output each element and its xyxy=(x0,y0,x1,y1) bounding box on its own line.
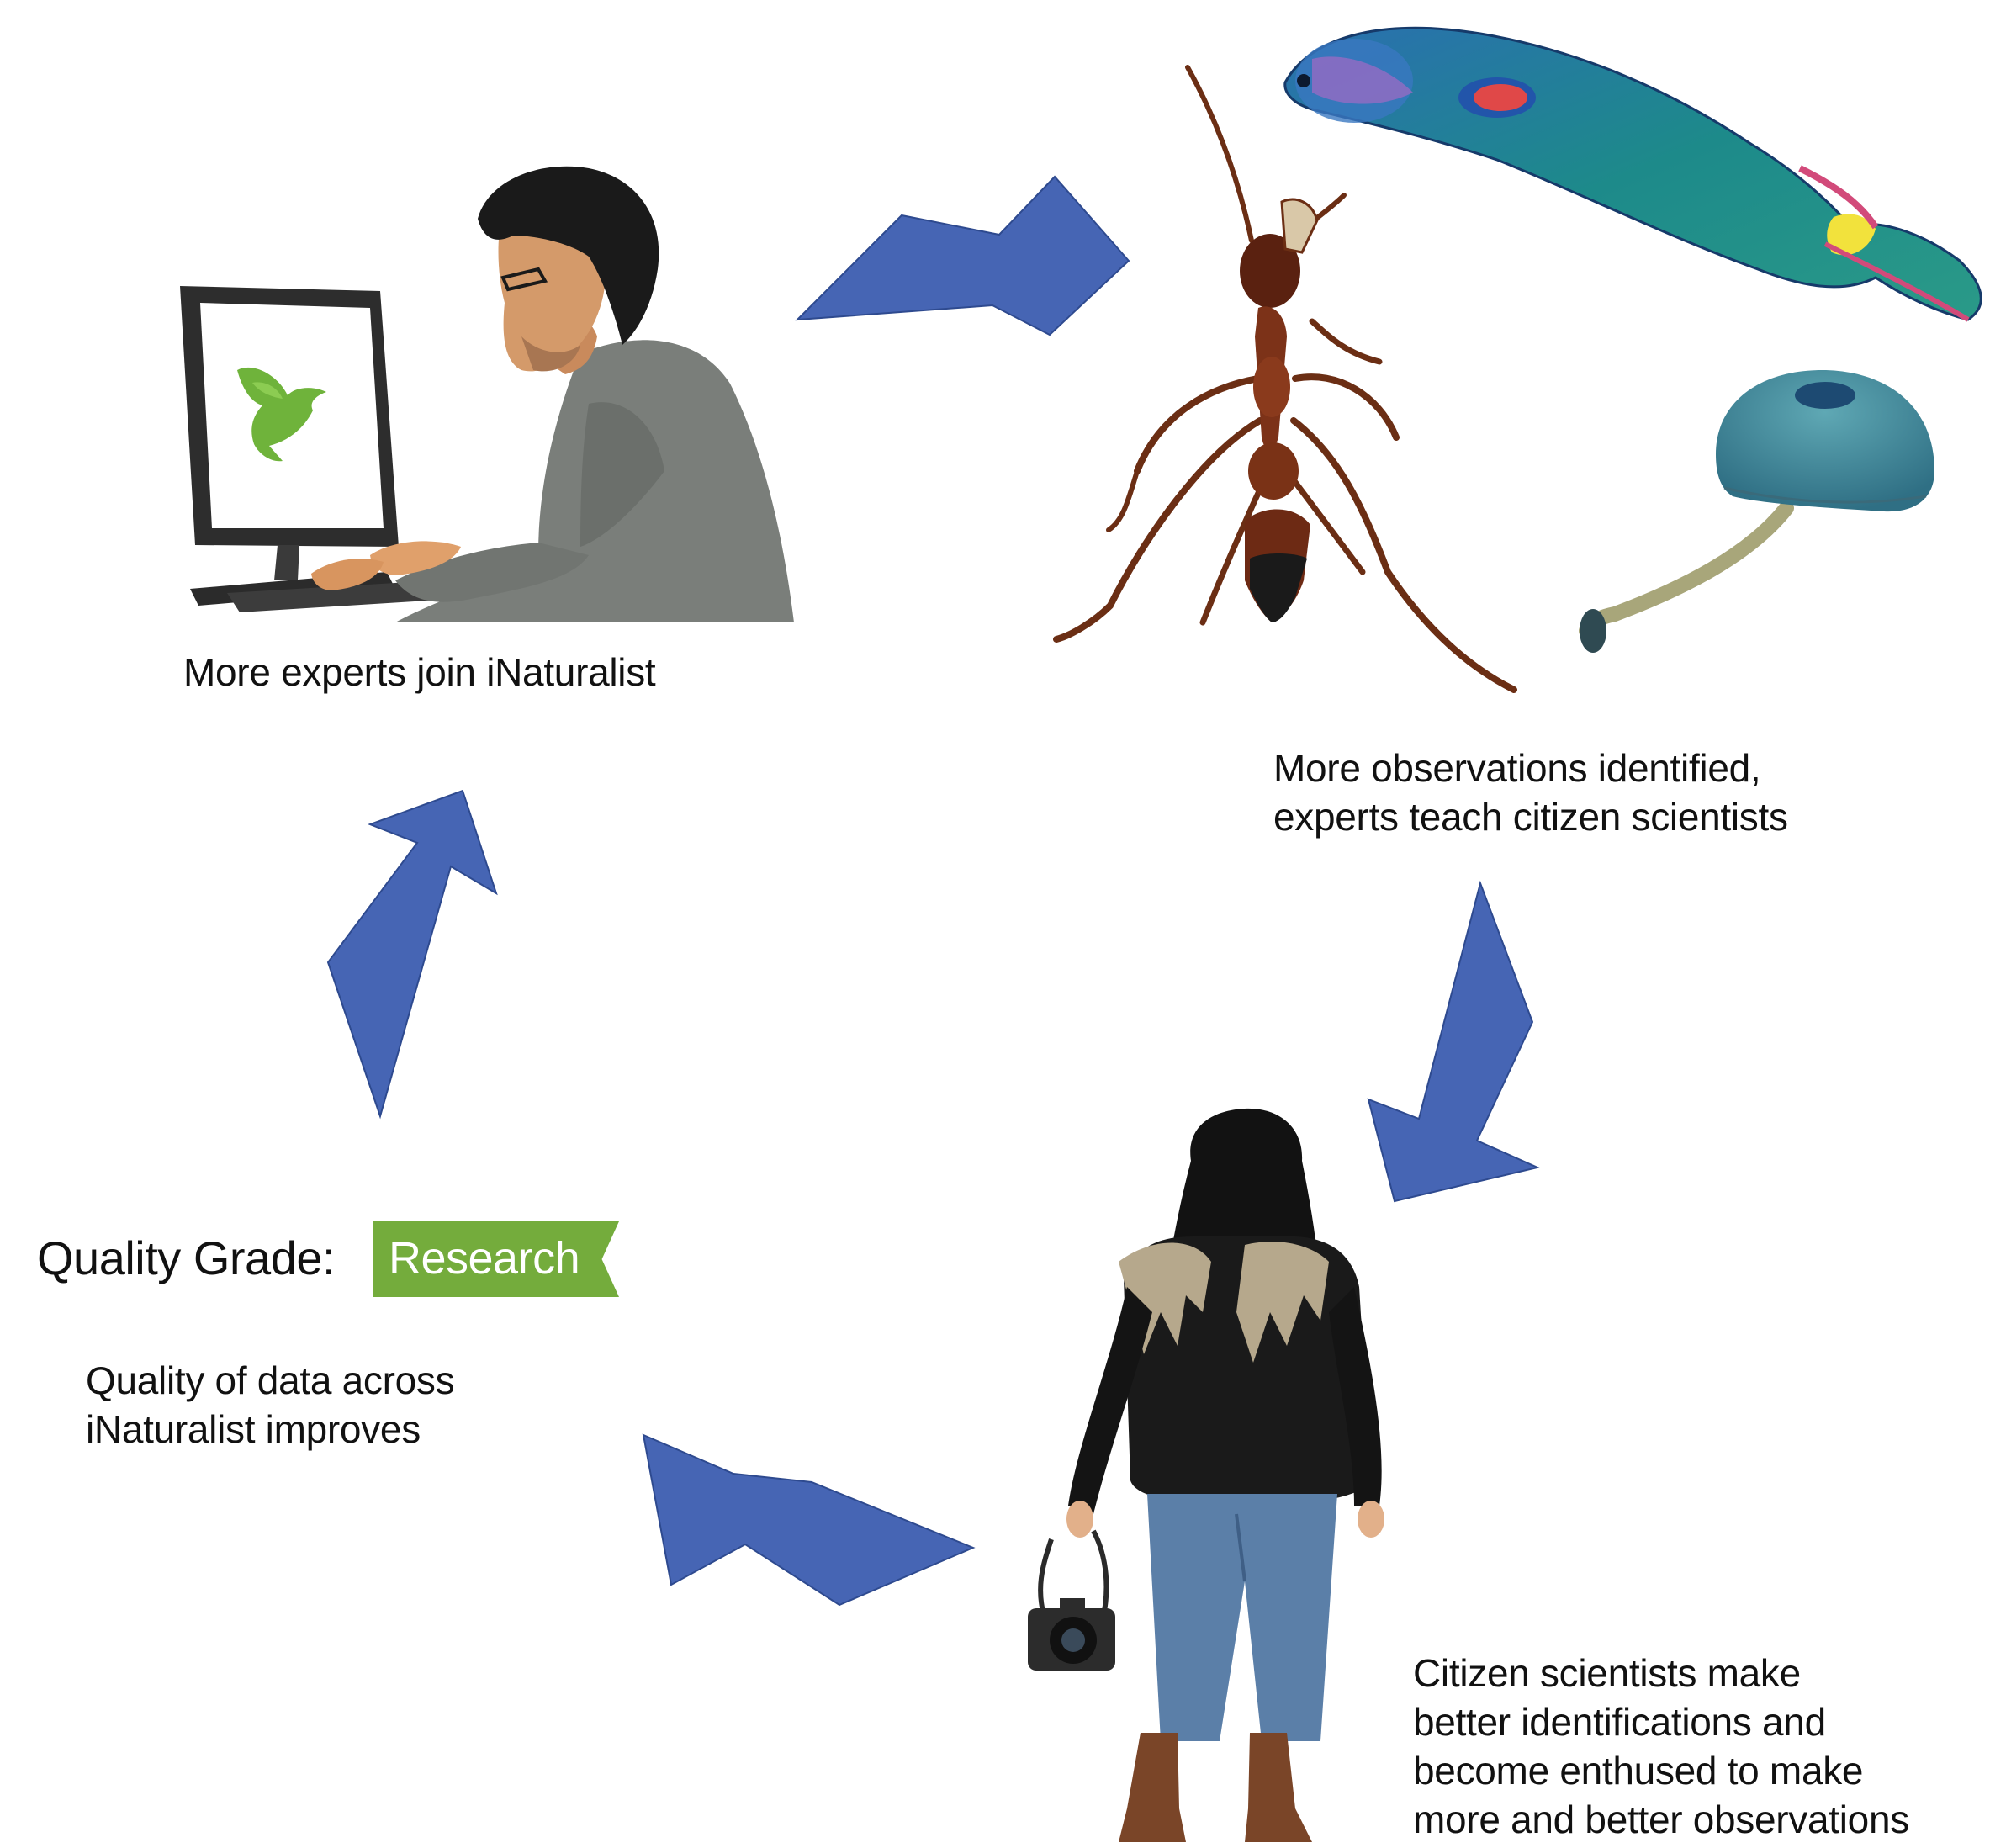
arrow-to-experts xyxy=(328,791,496,1116)
caption-quality-improves: Quality of data across iNaturalist impro… xyxy=(86,1356,454,1454)
woman-photographer-illustration xyxy=(1066,1109,1384,1842)
computer-user-illustration xyxy=(180,167,794,622)
quality-grade-label: Quality Grade: xyxy=(37,1231,335,1285)
research-grade-badge: Research xyxy=(373,1221,619,1297)
arrow-to-citizen xyxy=(1368,883,1537,1201)
arrow-to-quality xyxy=(643,1435,973,1605)
mushroom-illustration xyxy=(1580,370,1934,653)
arrow-to-observations xyxy=(797,177,1129,335)
ant-body xyxy=(1240,199,1317,622)
caption-observations-identified: More observations identified, experts te… xyxy=(1273,744,1788,841)
research-grade-badge-text: Research xyxy=(389,1231,580,1285)
fish-illustration xyxy=(1285,28,1981,320)
caption-experts-join: More experts join iNaturalist xyxy=(183,648,655,696)
camera-icon xyxy=(1028,1531,1115,1671)
caption-citizen-scientists: Citizen scientists make better identific… xyxy=(1413,1649,1909,1844)
